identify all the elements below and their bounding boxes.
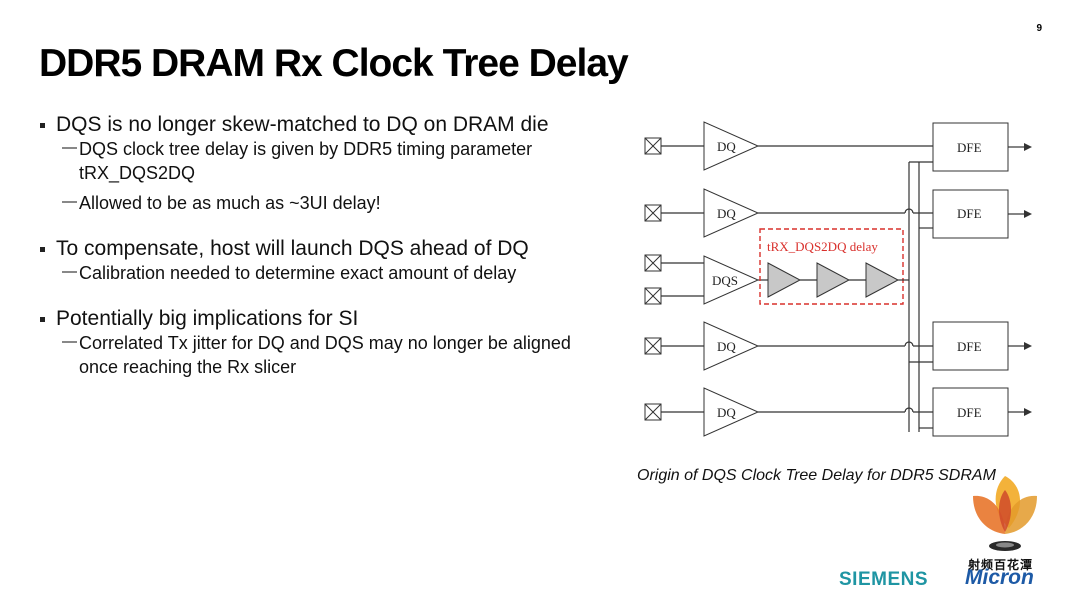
figure-caption: Origin of DQS Clock Tree Delay for DDR5 … [637,467,996,484]
bullet-item: DQS is no longer skew-matched to DQ on D… [38,112,608,137]
micron-logo: Micron [965,566,1034,589]
dq-label: DQ [717,139,736,154]
sub-bullet-text: Calibration needed to determine exact am… [79,263,517,283]
dq-label: DQ [717,206,736,221]
dq-label: DQ [717,405,736,420]
dfe-block [932,387,1009,437]
siemens-logo: SIEMENS [839,569,929,590]
bullet-list: DQS is no longer skew-matched to DQ on D… [38,112,608,379]
dqs-clock-tree-diagram: DQ DFE DQ DFE [644,121,1032,437]
dash-icon: — [62,193,77,210]
sub-bullet-item: —Allowed to be as much as ~3UI delay! [38,191,608,215]
pad-icon [644,204,662,222]
slide-title: DDR5 DRAM Rx Clock Tree Delay [39,42,629,85]
dfe-block [932,321,1009,371]
delay-label: tRX_DQS2DQ delay [767,239,878,254]
pad-icon [644,403,662,421]
bullet-item: Potentially big implications for SI [38,306,608,331]
dash-icon: — [62,139,77,156]
dqs-receiver-buffer [703,255,760,305]
delay-buffer [816,262,851,298]
pad-icon [644,137,662,155]
dq-receiver-buffer [703,321,760,371]
dq-receiver-buffer [703,387,760,437]
pad-icon [644,287,662,305]
pad-icon [644,254,662,272]
arrow-right-icon [1024,342,1032,350]
sub-bullet-text: DQS clock tree delay is given by DDR5 ti… [79,139,533,183]
watermark-text: 射频百花潭 [968,558,1034,572]
arrow-right-icon [1024,210,1032,218]
dfe-label: DFE [957,339,982,354]
dash-icon: — [62,333,77,350]
sub-bullet-item: —DQS clock tree delay is given by DDR5 t… [38,137,608,185]
arrow-right-icon [1024,408,1032,416]
dq-receiver-buffer [703,188,760,238]
sub-bullet-item: —Correlated Tx jitter for DQ and DQS may… [38,331,608,379]
page-number: 9 [1036,23,1042,34]
delay-buffer [767,262,802,298]
sub-bullet-text: Correlated Tx jitter for DQ and DQS may … [79,333,571,377]
dqs-label: DQS [712,273,738,288]
dfe-block [932,189,1009,239]
bullet-item: To compensate, host will launch DQS ahea… [38,236,608,261]
dq-label: DQ [717,339,736,354]
pad-icon [644,337,662,355]
sub-bullet-text: Allowed to be as much as ~3UI delay! [79,193,381,213]
sub-bullet-item: —Calibration needed to determine exact a… [38,261,608,285]
dq-receiver-buffer [703,121,760,171]
delay-highlight-box [759,228,904,305]
dfe-label: DFE [957,140,982,155]
dash-icon: — [62,263,77,280]
arrow-right-icon [1024,143,1032,151]
dfe-label: DFE [957,206,982,221]
delay-buffer [865,262,900,298]
dfe-label: DFE [957,405,982,420]
watermark-logo [973,476,1037,551]
